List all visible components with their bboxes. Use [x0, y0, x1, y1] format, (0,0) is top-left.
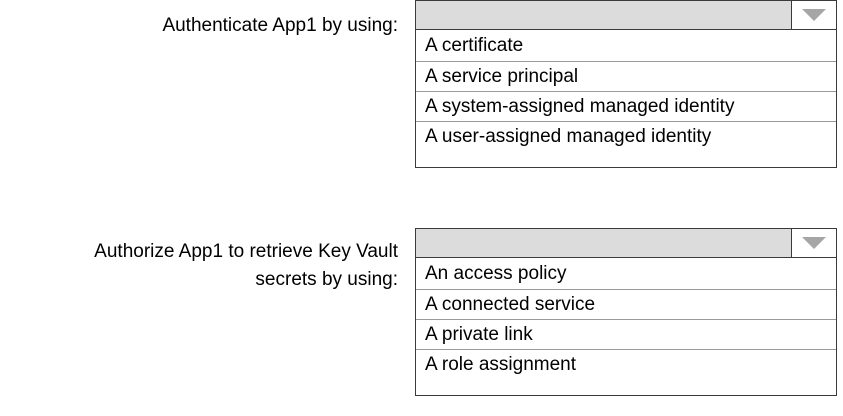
dropdown-option[interactable]: A system-assigned managed identity	[416, 92, 836, 122]
dropdown-option[interactable]: A role assignment	[425, 354, 577, 375]
dropdown-authorize: An access policy A connected service A p…	[415, 228, 837, 396]
prompt-label-authorize: Authorize App1 to retrieve Key Vault sec…	[94, 241, 398, 290]
dropdown-toggle-button-authenticate[interactable]	[791, 1, 836, 29]
dropdown-toggle-button-authorize[interactable]	[791, 229, 836, 257]
chevron-down-icon	[802, 9, 826, 21]
dropdown-option[interactable]: A user-assigned managed identity	[425, 126, 712, 147]
prompt-label-authenticate: Authenticate App1 by using:	[162, 15, 398, 36]
dropdown-options-panel-authorize: An access policy A connected service A p…	[415, 258, 837, 396]
dropdown-options-panel-authenticate: A certificate A service principal A syst…	[415, 30, 837, 168]
chevron-down-icon	[802, 237, 826, 249]
dropdown-option[interactable]: A connected service	[416, 290, 836, 320]
dropdown-option[interactable]: An access policy	[416, 258, 836, 290]
dropdown-selected-value-authorize[interactable]	[416, 229, 791, 257]
dropdown-authenticate: A certificate A service principal A syst…	[415, 0, 837, 168]
dropdown-header-authorize[interactable]	[415, 228, 837, 258]
dropdown-selected-value-authenticate[interactable]	[416, 1, 791, 29]
dropdown-option[interactable]: A private link	[416, 320, 836, 350]
dropdown-header-authenticate[interactable]	[415, 0, 837, 30]
dropdown-option[interactable]: A service principal	[416, 62, 836, 92]
dropdown-option[interactable]: A certificate	[416, 30, 836, 62]
